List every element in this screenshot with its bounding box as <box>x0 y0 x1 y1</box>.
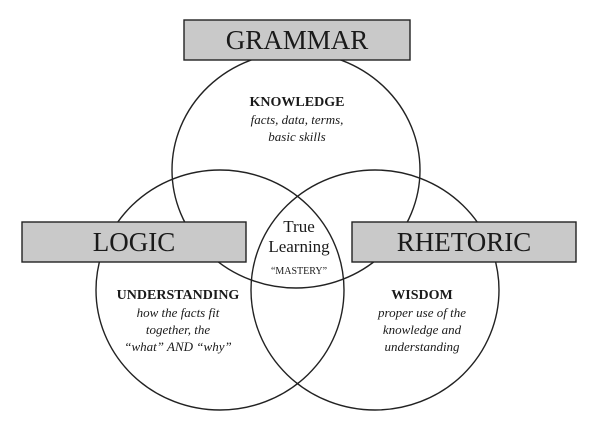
grammar-desc-line-1: facts, data, terms, <box>251 112 344 127</box>
center-content: True Learning “MASTERY” <box>268 217 330 277</box>
grammar-desc-line-2: basic skills <box>268 129 325 144</box>
logic-label: LOGIC <box>21 221 247 263</box>
rhetoric-desc-line-3: understanding <box>384 339 460 354</box>
grammar-label: GRAMMAR <box>183 19 411 61</box>
logic-heading: UNDERSTANDING <box>117 288 240 303</box>
logic-desc-line-2: together, the <box>146 322 210 337</box>
center-note: “MASTERY” <box>271 266 327 277</box>
logic-content: UNDERSTANDING how the facts fit together… <box>117 288 240 354</box>
rhetoric-circle <box>250 169 500 411</box>
grammar-title: GRAMMAR <box>226 25 369 55</box>
logic-title: LOGIC <box>93 227 176 257</box>
logic-circle <box>95 169 345 411</box>
grammar-heading: KNOWLEDGE <box>250 95 345 110</box>
logic-desc-line-1: how the facts fit <box>137 305 220 320</box>
center-line-1: True <box>283 217 315 236</box>
rhetoric-desc-line-1: proper use of the <box>377 305 466 320</box>
grammar-content: KNOWLEDGE facts, data, terms, basic skil… <box>250 95 345 144</box>
rhetoric-desc-line-2: knowledge and <box>383 322 462 337</box>
rhetoric-content: WISDOM proper use of the knowledge and u… <box>377 288 466 354</box>
logic-desc-line-3: “what” AND “why” <box>124 339 231 354</box>
rhetoric-heading: WISDOM <box>391 288 452 303</box>
rhetoric-label: RHETORIC <box>351 221 577 263</box>
rhetoric-title: RHETORIC <box>397 227 532 257</box>
center-line-2: Learning <box>268 237 330 256</box>
